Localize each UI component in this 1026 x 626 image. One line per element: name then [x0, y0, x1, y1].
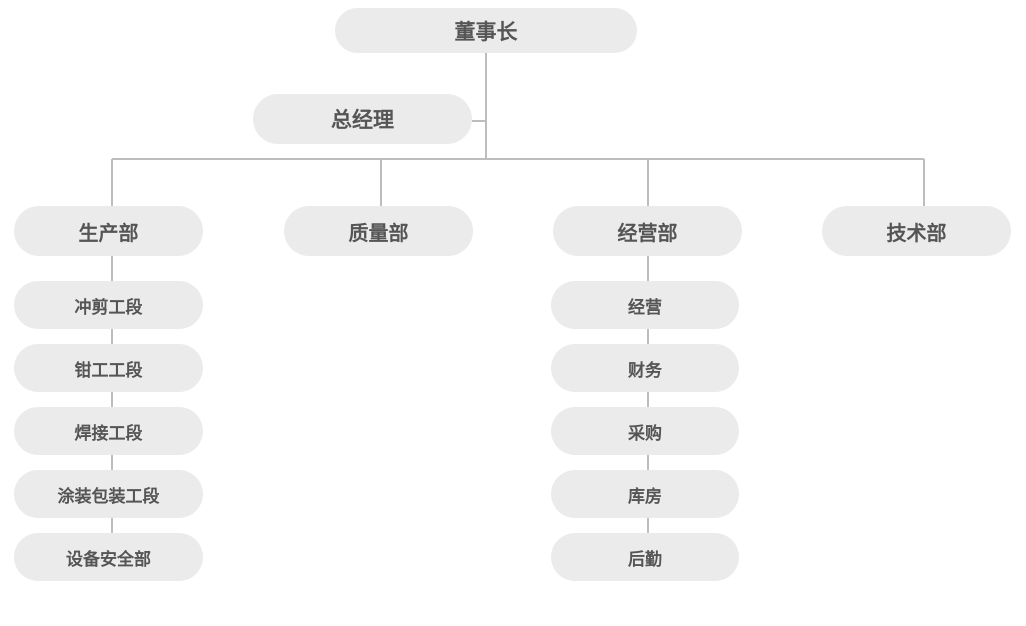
operations-department-node: 经营部 — [553, 206, 742, 256]
operations-unit-node: 经营 — [551, 281, 739, 329]
technology-department-node: 技术部 — [822, 206, 1011, 256]
general-manager-node: 总经理 — [253, 94, 472, 144]
chairman-node: 董事长 — [335, 8, 637, 53]
production-department-node: 生产部 — [14, 206, 203, 256]
operations-unit-node: 财务 — [551, 344, 739, 392]
production-unit-node: 冲剪工段 — [14, 281, 203, 329]
operations-unit-node: 后勤 — [551, 533, 739, 581]
operations-unit-node: 采购 — [551, 407, 739, 455]
production-unit-node: 设备安全部 — [14, 533, 203, 581]
production-unit-node: 钳工工段 — [14, 344, 203, 392]
quality-department-node: 质量部 — [284, 206, 473, 256]
production-unit-node: 焊接工段 — [14, 407, 203, 455]
operations-unit-node: 库房 — [551, 470, 739, 518]
production-unit-node: 涂装包装工段 — [14, 470, 203, 518]
